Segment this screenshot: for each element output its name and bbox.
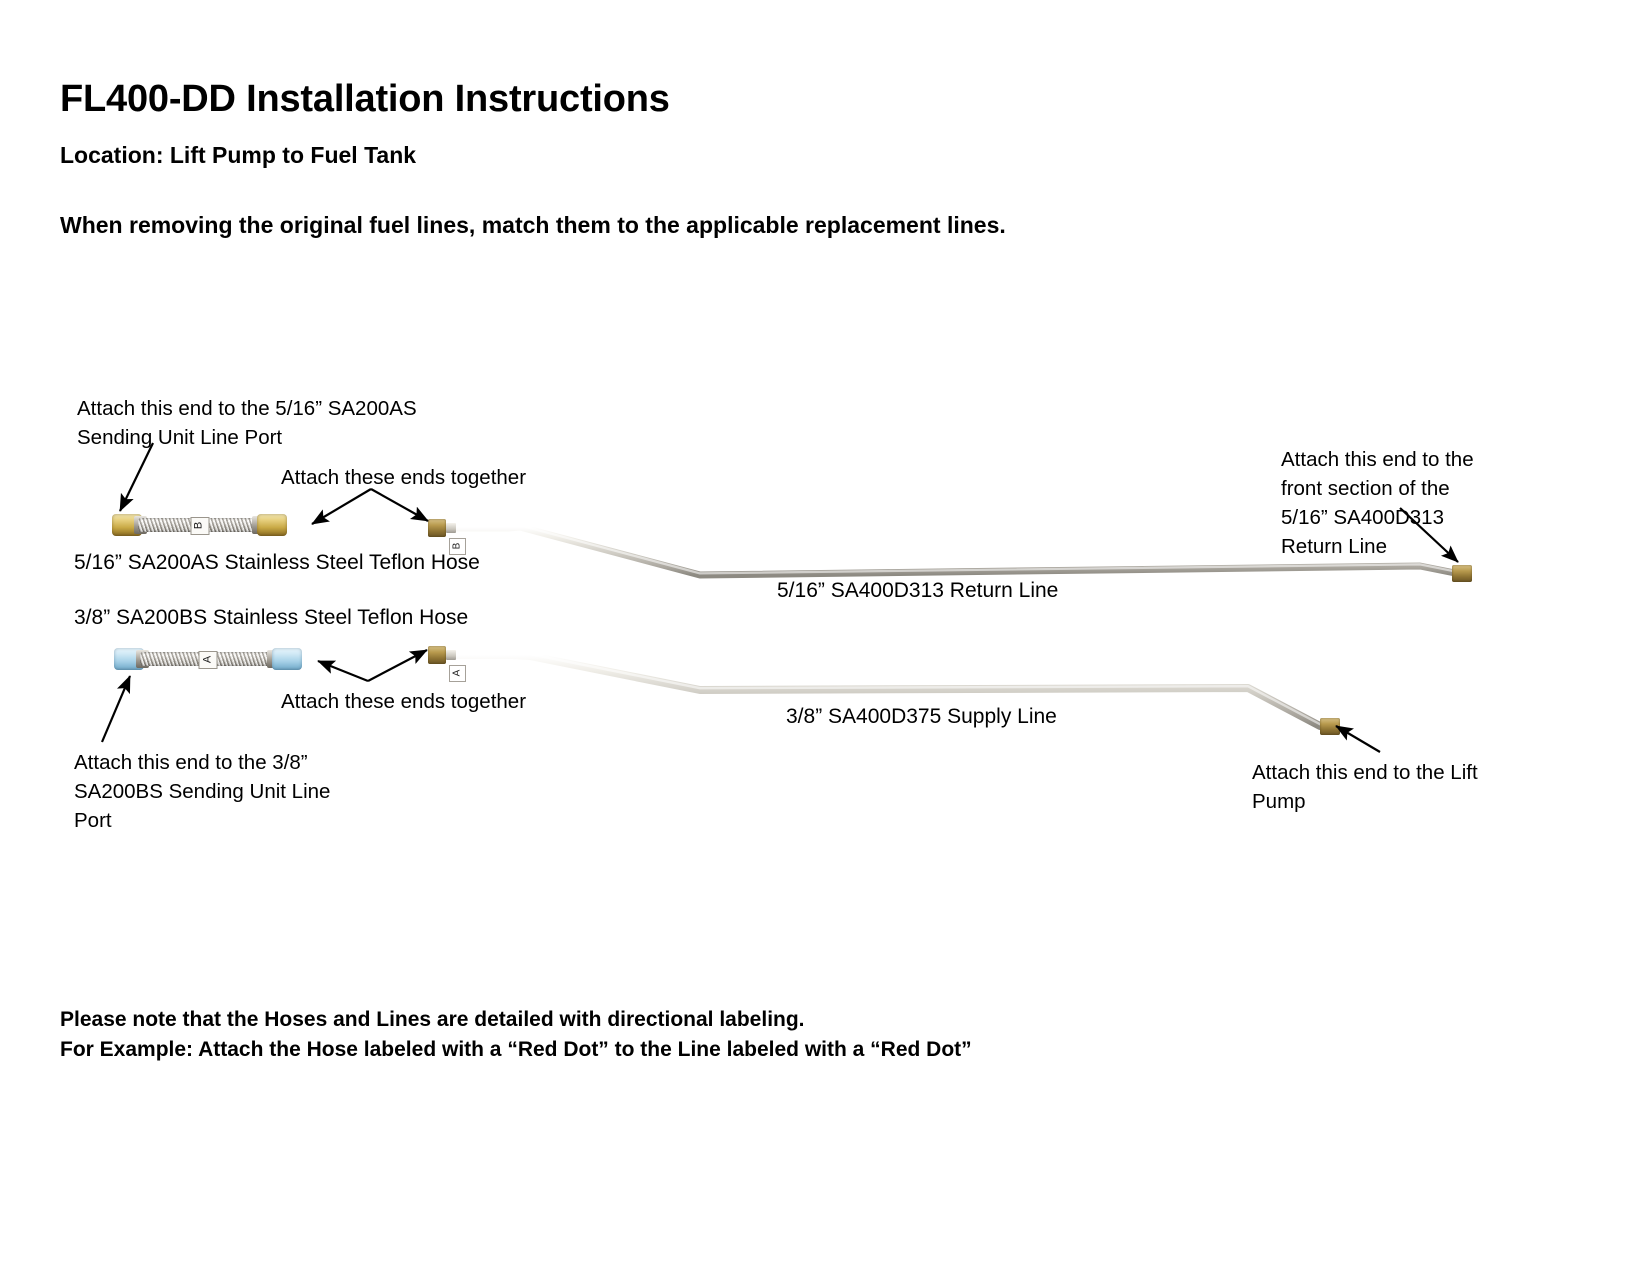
arrow-top-left bbox=[119, 442, 154, 512]
return-line-label: 5/16” SA400D313 Return Line bbox=[777, 579, 1059, 602]
return-line-direction-tag: B bbox=[449, 538, 466, 555]
arrow-lower-to-hose-end bbox=[317, 659, 369, 683]
annotation-top-right: Attach this end to the front section of … bbox=[1281, 448, 1474, 558]
hose-upper-label: 5/16” SA200AS Stainless Steel Teflon Hos… bbox=[74, 551, 480, 574]
hose-direction-tag: A bbox=[198, 651, 218, 669]
supply-line-label: 3/8” SA400D375 Supply Line bbox=[786, 705, 1057, 728]
annotation-bottom-left: Attach this end to the 3/8” SA200BS Send… bbox=[74, 751, 331, 832]
return-line-left-ferrule bbox=[446, 523, 456, 533]
arrow-bottom-right bbox=[1335, 725, 1381, 753]
annotation-bottom-right: Attach this end to the Lift Pump bbox=[1252, 761, 1478, 813]
annotation-attach-ends-upper: Attach these ends together bbox=[281, 466, 527, 489]
hose-direction-tag: B bbox=[190, 517, 209, 535]
matching-instruction: When removing the original fuel lines, m… bbox=[60, 212, 1006, 238]
hose-tag-letter: A bbox=[201, 655, 214, 664]
footer-note-line-2: For Example: Attach the Hose labeled wit… bbox=[60, 1038, 972, 1061]
supply-line-direction-tag: A bbox=[449, 665, 466, 682]
footer-note-line-1: Please note that the Hoses and Lines are… bbox=[60, 1008, 805, 1031]
hose-sa200bs: A bbox=[114, 648, 302, 670]
arrow-lower-to-line-end bbox=[367, 649, 428, 682]
hose-lower-label: 3/8” SA200BS Stainless Steel Teflon Hose bbox=[74, 606, 469, 629]
page-title: FL400-DD Installation Instructions bbox=[60, 78, 670, 120]
annotation-top-left: Attach this end to the 5/16” SA200AS Sen… bbox=[77, 397, 417, 449]
arrow-upper-to-hose-end bbox=[311, 488, 372, 525]
hose-tag-letter: B bbox=[193, 521, 205, 530]
brass-fitting-right bbox=[257, 514, 287, 536]
arrow-upper-to-line-end bbox=[370, 488, 429, 522]
annotation-attach-ends-lower: Attach these ends together bbox=[281, 690, 527, 713]
return-line-right-nut bbox=[1452, 565, 1472, 582]
supply-line-left-ferrule bbox=[446, 650, 456, 660]
hose-sa200as: B bbox=[112, 514, 287, 536]
location-subtitle: Location: Lift Pump to Fuel Tank bbox=[60, 142, 417, 168]
supply-line-right-nut bbox=[1320, 718, 1340, 735]
arrow-bottom-left bbox=[100, 675, 132, 743]
supply-line-tag-letter: A bbox=[451, 669, 463, 677]
zinc-fitting-right bbox=[272, 648, 302, 670]
return-line-left-nut bbox=[428, 519, 446, 537]
supply-line-left-nut bbox=[428, 646, 446, 664]
